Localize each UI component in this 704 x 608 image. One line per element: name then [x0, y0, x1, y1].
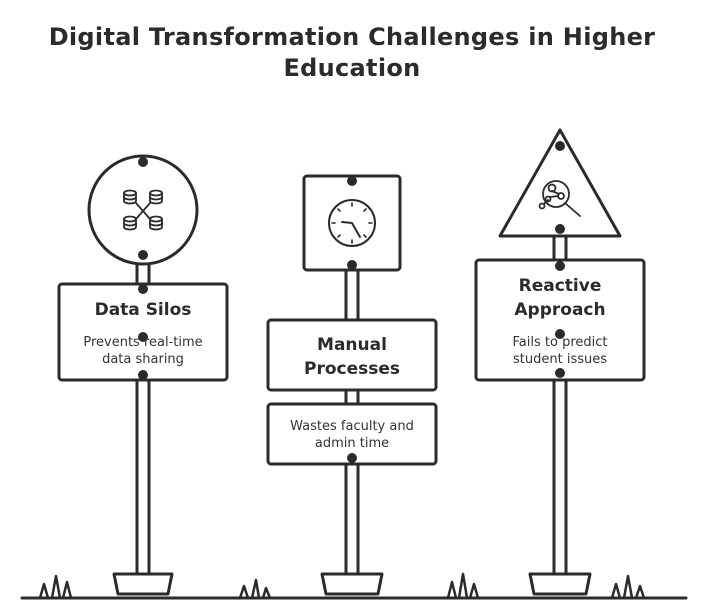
sign-base: [320, 572, 384, 596]
clock-icon: [328, 199, 376, 247]
sign-data-silos: [57, 154, 229, 596]
sign-base: [528, 572, 592, 596]
label-board: [266, 318, 438, 392]
triangle-sign: [498, 128, 622, 238]
sign-reactive-approach: [474, 128, 646, 596]
sign-title-data-silos: Data Silos: [94, 300, 192, 320]
sign-title-reactive-approach: Reactive Approach: [514, 276, 606, 320]
magnifier-network-icon: [538, 180, 581, 217]
description-board: [266, 402, 438, 466]
label-board: [474, 258, 646, 382]
page-title: Digital Transformation Challenges in Hig…: [48, 23, 656, 82]
sign-title-manual-processes: Manual Processes: [303, 335, 400, 379]
sign-description-manual-processes: Wastes faculty and admin time: [290, 419, 414, 451]
sign-description-reactive-approach: Fails to predict student issues: [512, 335, 608, 367]
sign-manual-processes: [266, 174, 438, 596]
sign-description-data-silos: Prevents real-time data sharing: [83, 335, 203, 367]
ground: [20, 572, 688, 600]
database-network-icon: [123, 189, 163, 231]
sign-base: [112, 572, 174, 596]
